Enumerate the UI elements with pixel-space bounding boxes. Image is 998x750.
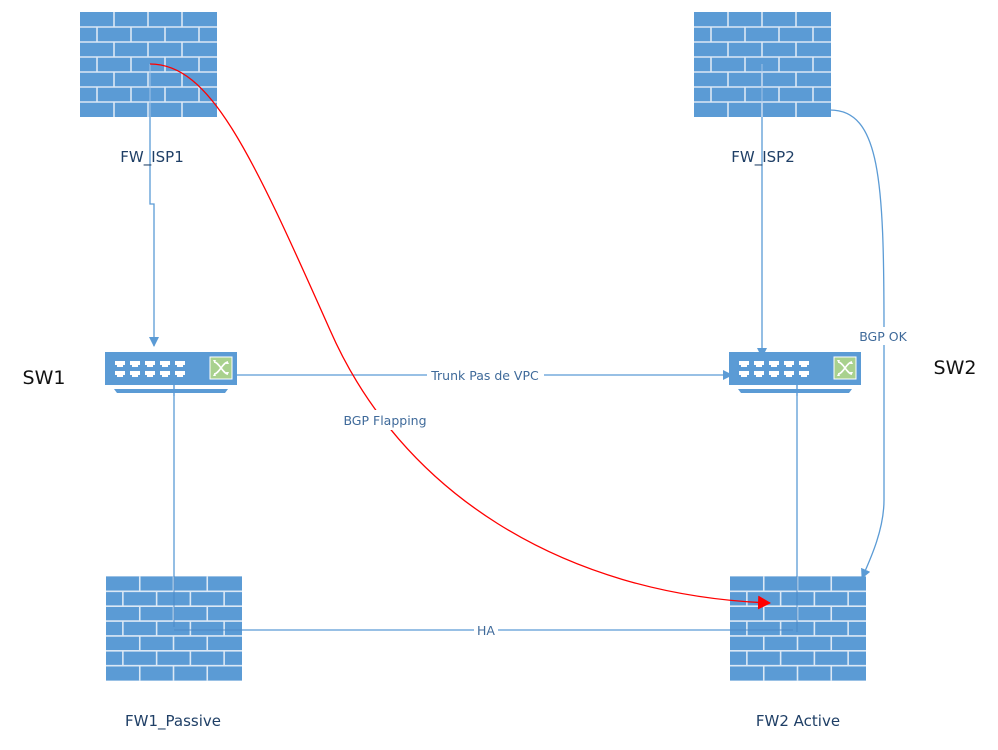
device-fw2-active[interactable] [730, 576, 866, 681]
label-fw1-passive: FW1_Passive [125, 712, 221, 731]
label-trunk: Trunk Pas de VPC [430, 368, 539, 383]
network-switch-icon [105, 352, 237, 394]
firewall-icon [730, 576, 866, 681]
label-fw-isp1: FW_ISP1 [120, 148, 184, 167]
device-sw2[interactable] [729, 352, 861, 394]
label-fw-isp2: FW_ISP2 [731, 148, 795, 167]
label-bgp-ok: BGP OK [859, 329, 907, 344]
label-sw1: SW1 [23, 367, 66, 389]
link-overlays [149, 64, 798, 632]
edge-labels: Trunk Pas de VPC BGP Flapping BGP OK HA [336, 327, 909, 639]
link-fw-isp1-to-sw1[interactable] [149, 64, 159, 347]
device-sw1[interactable] [105, 352, 237, 394]
label-bgp-flapping: BGP Flapping [343, 413, 426, 428]
label-fw2-active: FW2 Active [756, 712, 840, 730]
label-sw2: SW2 [934, 357, 977, 379]
node-labels: FW_ISP1 FW_ISP2 SW1 SW2 FW1_Passive FW2 … [23, 148, 977, 731]
link-bgp-ok[interactable] [829, 109, 885, 579]
firewall-icon [80, 12, 217, 117]
link-bgp-flapping[interactable] [149, 63, 771, 610]
network-switch-icon [729, 352, 861, 394]
device-fw-isp1[interactable] [80, 12, 217, 117]
label-ha: HA [477, 623, 495, 638]
